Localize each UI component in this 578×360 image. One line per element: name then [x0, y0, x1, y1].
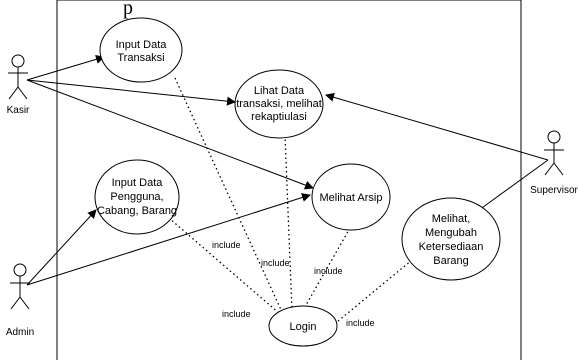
actor-head: [13, 263, 27, 277]
include-label: include: [314, 266, 343, 276]
system-boundary: [56, 0, 522, 360]
actor-head: [547, 130, 561, 144]
associations: [26, 54, 549, 286]
usecase-melihat-arsip[interactable]: Melihat Arsip: [311, 163, 391, 231]
assoc-kasir-input-transaksi: [26, 54, 105, 81]
svg-text:Lihat Data: Lihat Data: [254, 85, 305, 97]
include-label: include: [212, 240, 241, 250]
actor-head: [11, 54, 25, 68]
include-label: include: [346, 318, 375, 328]
actor-kasir-label: Kasir: [7, 105, 30, 116]
assoc-admin-input-pengguna: [26, 209, 97, 286]
assoc-kasir-melihat-arsip: [26, 79, 314, 190]
svg-text:Pengguna,: Pengguna,: [110, 191, 163, 203]
actor-admin[interactable]: [10, 263, 30, 310]
svg-text:Transaksi: Transaksi: [117, 52, 164, 64]
include-lines: [154, 77, 413, 323]
svg-text:Mengubah: Mengubah: [425, 227, 477, 239]
svg-text:Ketersediaan: Ketersediaan: [419, 241, 484, 253]
actor-admin-label: Admin: [6, 327, 34, 338]
svg-text:Cabang, Barang: Cabang, Barang: [97, 205, 177, 217]
svg-text:Input Data: Input Data: [112, 177, 164, 189]
actor-kasir[interactable]: [8, 54, 28, 100]
include-label: include: [261, 258, 290, 268]
usecase-login[interactable]: Login: [268, 305, 338, 347]
include-label: include: [222, 309, 251, 319]
actor-supervisor-label: Supervisor: [530, 185, 578, 196]
include-line-lihat-data: [284, 134, 293, 313]
assoc-admin-melihat-arsip: [26, 193, 311, 286]
svg-text:rekaptiulasi: rekaptiulasi: [251, 111, 307, 123]
svg-text:Barang: Barang: [433, 255, 468, 267]
include-line-input-pengguna: [154, 205, 281, 315]
usecase-lihat-data[interactable]: Lihat Data transaksi, melihat rekaptiula…: [234, 69, 324, 139]
svg-text:Melihat,: Melihat,: [432, 213, 471, 225]
assoc-kasir-lihat-data: [26, 79, 236, 106]
usecase-input-pengguna[interactable]: Input Data Pengguna, Cabang, Barang: [94, 159, 180, 235]
svg-text:transaksi, melihat: transaksi, melihat: [236, 98, 322, 110]
system-title-fragment: p: [123, 0, 133, 19]
usecase-input-transaksi[interactable]: Input Data Transaksi: [99, 17, 183, 83]
svg-text:Melihat Arsip: Melihat Arsip: [320, 192, 383, 204]
actor-supervisor[interactable]: [544, 130, 564, 176]
svg-text:Input Data: Input Data: [116, 39, 168, 51]
include-line-mengubah: [336, 259, 413, 323]
usecase-mengubah-ketersediaan[interactable]: Melihat, Mengubah Ketersediaan Barang: [401, 197, 501, 281]
svg-text:Login: Login: [290, 321, 317, 333]
assoc-supervisor-lihat-data: [325, 92, 549, 161]
